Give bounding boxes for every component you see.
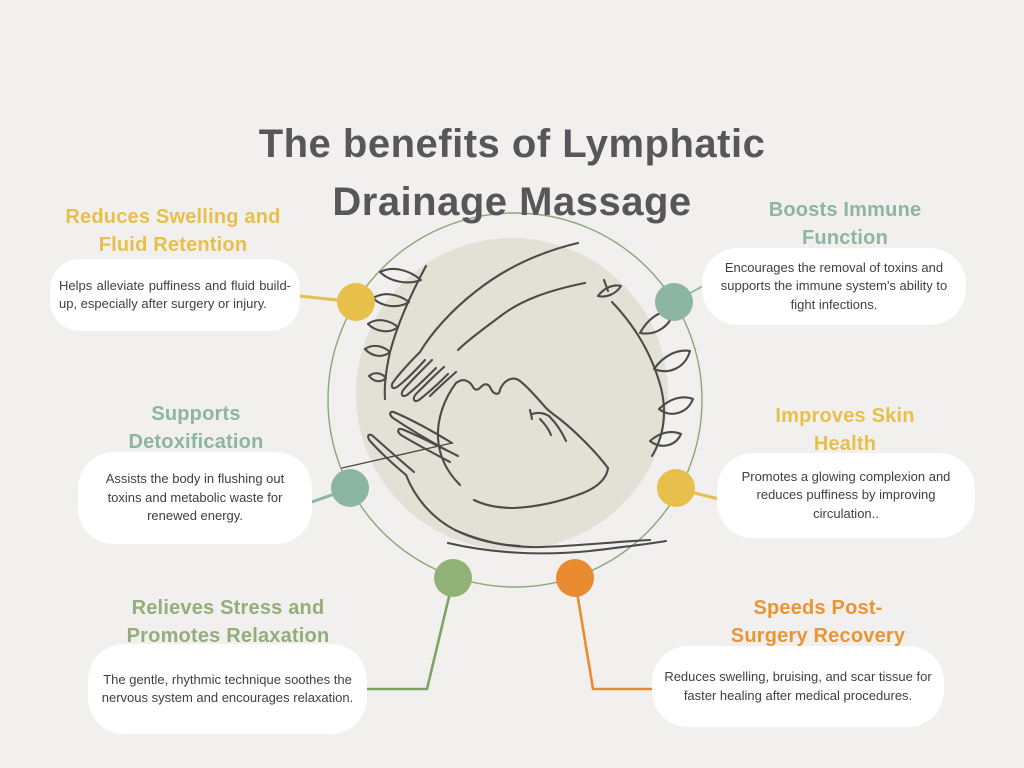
callout-heading-reduces-swelling: Reduces Swelling and Fluid Retention [33,203,313,260]
heading-line: Speeds Post- [753,597,883,619]
callout-body-text: Assists the body in flushing out toxins … [105,471,285,524]
callout-body-text: The gentle, rhythmic technique soothes t… [101,671,354,705]
heading-line: Relieves Stress and [131,597,325,619]
dot-improves-skin-health [657,469,695,507]
heading-line: Supports [151,403,241,425]
callout-body-text: Helps alleviate puffiness and fluid buil… [59,277,291,311]
callout-card-relieves-stress: The gentle, rhythmic technique soothes t… [88,644,367,734]
callout-card-boosts-immune: Encourages the removal of toxins and sup… [702,248,966,325]
callout-heading-supports-detoxification: Supports Detoxification [56,400,336,457]
callout-body-text: Promotes a glowing complexion and reduce… [741,468,951,521]
dot-relieves-stress [434,559,472,597]
dot-speeds-recovery [556,559,594,597]
orbit-ring [327,212,703,588]
callout-heading-relieves-stress: Relieves Stress and Promotes Relaxation [88,594,368,651]
connector-line-speeds-recovery [573,578,655,691]
dot-boosts-immune [655,283,693,321]
page-title: The benefits of Lymphatic Drainage Massa… [0,115,1024,231]
top-hand-line-art [390,241,587,403]
page-title-line2: Drainage Massage [332,179,692,224]
callout-heading-boosts-immune: Boosts Immune Function [705,196,985,253]
bottom-hand-line-art [341,410,668,555]
heading-line: Surgery Recovery [730,625,906,648]
heading-line: Reduces Swelling and [65,206,281,228]
callout-card-improves-skin-health: Promotes a glowing complexion and reduce… [717,453,975,538]
callout-body-text: Reduces swelling, bruising, and scar tis… [664,669,932,703]
page-title-line1: The benefits of Lymphatic [258,121,766,166]
callout-heading-speeds-recovery: Speeds Post- Surgery Recovery [678,594,958,651]
heading-line: Function [801,227,889,250]
callout-body-text: Encourages the removal of toxins and sup… [720,259,948,312]
connector-line-relieves-stress [365,578,455,691]
dot-supports-detoxification [331,469,369,507]
face-line-art [436,377,610,510]
heading-line: Boosts Immune [768,199,922,221]
beige-circle [356,238,668,550]
callout-heading-improves-skin-health: Improves Skin Health [705,402,985,459]
callout-card-reduces-swelling: Helps alleviate puffiness and fluid buil… [50,259,300,331]
dot-reduces-swelling [337,283,375,321]
callout-card-supports-detoxification: Assists the body in flushing out toxins … [78,452,312,544]
heading-line: Improves Skin [775,405,915,427]
heading-line: Fluid Retention [98,234,248,257]
callout-card-speeds-recovery: Reduces swelling, bruising, and scar tis… [652,646,944,727]
heading-line: Promotes Relaxation [126,625,330,648]
heading-line: Health [813,433,877,456]
heading-line: Detoxification [128,431,264,454]
